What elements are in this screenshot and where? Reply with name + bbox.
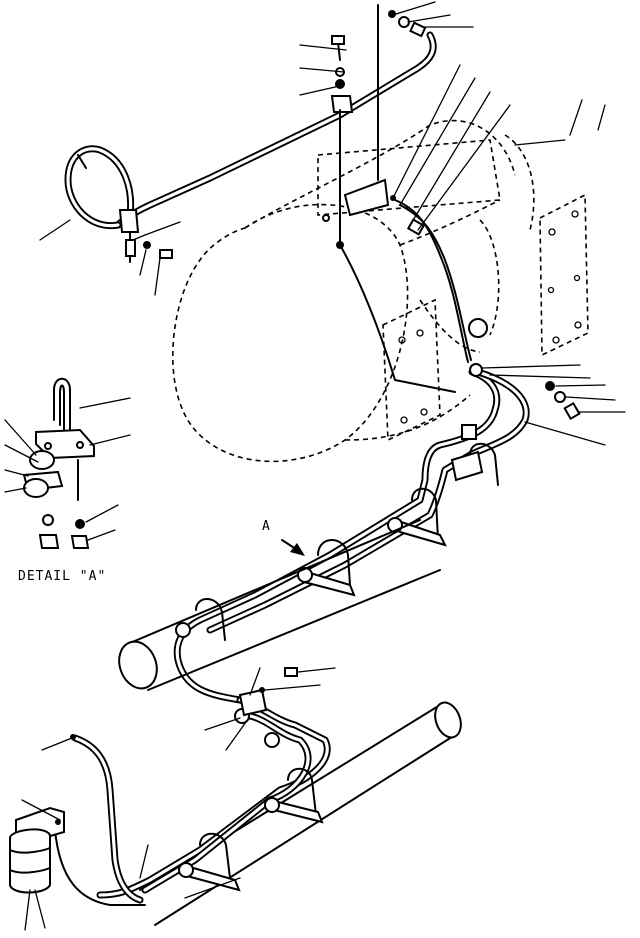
clamp-plate	[35, 428, 95, 460]
view-arrow-a: A	[262, 519, 305, 556]
lock-washer	[335, 79, 345, 89]
cylinder-upper	[118, 519, 441, 691]
detail-nut-left	[38, 534, 60, 549]
detail-nut-right	[70, 535, 90, 549]
leader-lines	[4, 1, 626, 931]
filter-canister	[9, 806, 65, 894]
clamp-block	[330, 95, 354, 113]
drum-top-bracket	[322, 178, 488, 393]
left-hose	[54, 734, 146, 906]
clamp-assembly-1	[450, 424, 499, 486]
mounting-plate-right	[539, 193, 589, 357]
detail-washer-left	[42, 514, 54, 526]
u-bolt	[53, 377, 71, 441]
detail-a-assembly: DETAIL "A"	[18, 377, 106, 584]
mounting-plate-left	[382, 298, 441, 442]
pipe-clip-lower	[23, 478, 49, 498]
top-connector	[409, 21, 427, 38]
detail-lock-washer	[75, 519, 85, 529]
clamp-assembly-5	[264, 767, 324, 824]
drum-housing	[172, 119, 535, 463]
top-washer-1	[388, 10, 396, 18]
detail-a-title: DETAIL "A"	[18, 569, 106, 584]
clamp-assembly-4	[175, 598, 226, 641]
lower-tube-run	[96, 667, 331, 899]
view-marker-label: A	[262, 519, 271, 534]
left-upper-clamp	[77, 154, 173, 263]
main-tube-run	[173, 363, 581, 704]
bolt-head	[331, 35, 345, 45]
clamp-assembly-3	[297, 539, 356, 597]
